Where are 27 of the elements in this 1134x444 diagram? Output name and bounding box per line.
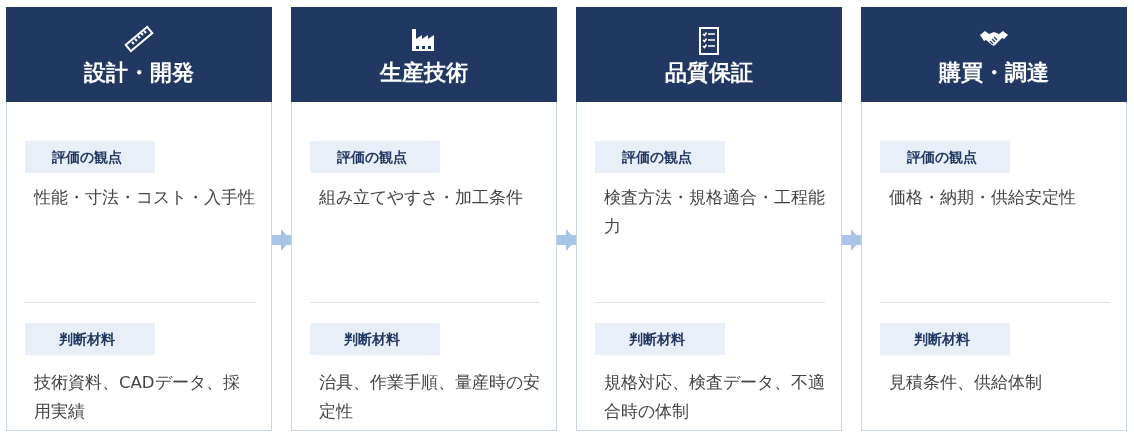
card-heading: 購買・調達 [937,59,1050,87]
tag-label: 判断材料 [880,323,1010,355]
tag-label: 判断材料 [595,323,725,355]
tag-label: 評価の観点 [25,141,155,173]
body-text: 組み立てやすさ・加工条件 [319,187,524,209]
process-card [576,7,842,431]
tag-label: 評価の観点 [880,141,1010,173]
card-heading: 品質保証 [664,59,754,87]
tag-label: 判断材料 [25,323,155,355]
body-text: 規格対応、検査データ、不適合時の体制 [604,372,826,423]
card-heading: 生産技術 [378,59,469,87]
arrow [272,229,291,251]
body-text: 性能・寸法・コスト・入手性 [34,187,256,209]
tag-label: 評価の観点 [310,141,440,173]
card-heading: 設計・開発 [83,59,195,87]
body-text: 技術資料、CADデータ、採用実績 [34,372,241,423]
body-text: 検査方法・規格適合・工程能力 [604,187,826,238]
process-card [861,7,1127,431]
body-text: 治具、作業手順、量産時の安定性 [319,372,541,423]
tag-label: 評価の観点 [595,141,725,173]
arrow [557,229,576,251]
tag-label: 判断材料 [310,323,440,355]
arrow [842,229,861,251]
body-text: 見積条件、供給体制 [889,372,1043,394]
process-card [6,7,272,431]
body-text: 価格・納期・供給安定性 [889,187,1077,209]
process-card [291,7,557,431]
